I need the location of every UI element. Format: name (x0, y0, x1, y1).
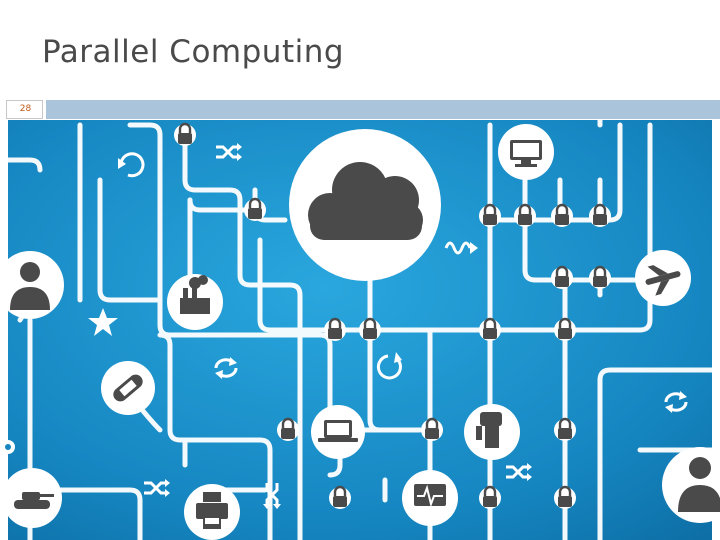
title-accent-bar (46, 100, 720, 119)
cloud-icon (308, 162, 423, 240)
slide-number-box: 28 (6, 100, 43, 119)
slide-number: 28 (19, 104, 32, 114)
slide-title: Parallel Computing (42, 34, 345, 70)
lock-icons (174, 122, 611, 509)
network-illustration (0, 120, 720, 540)
